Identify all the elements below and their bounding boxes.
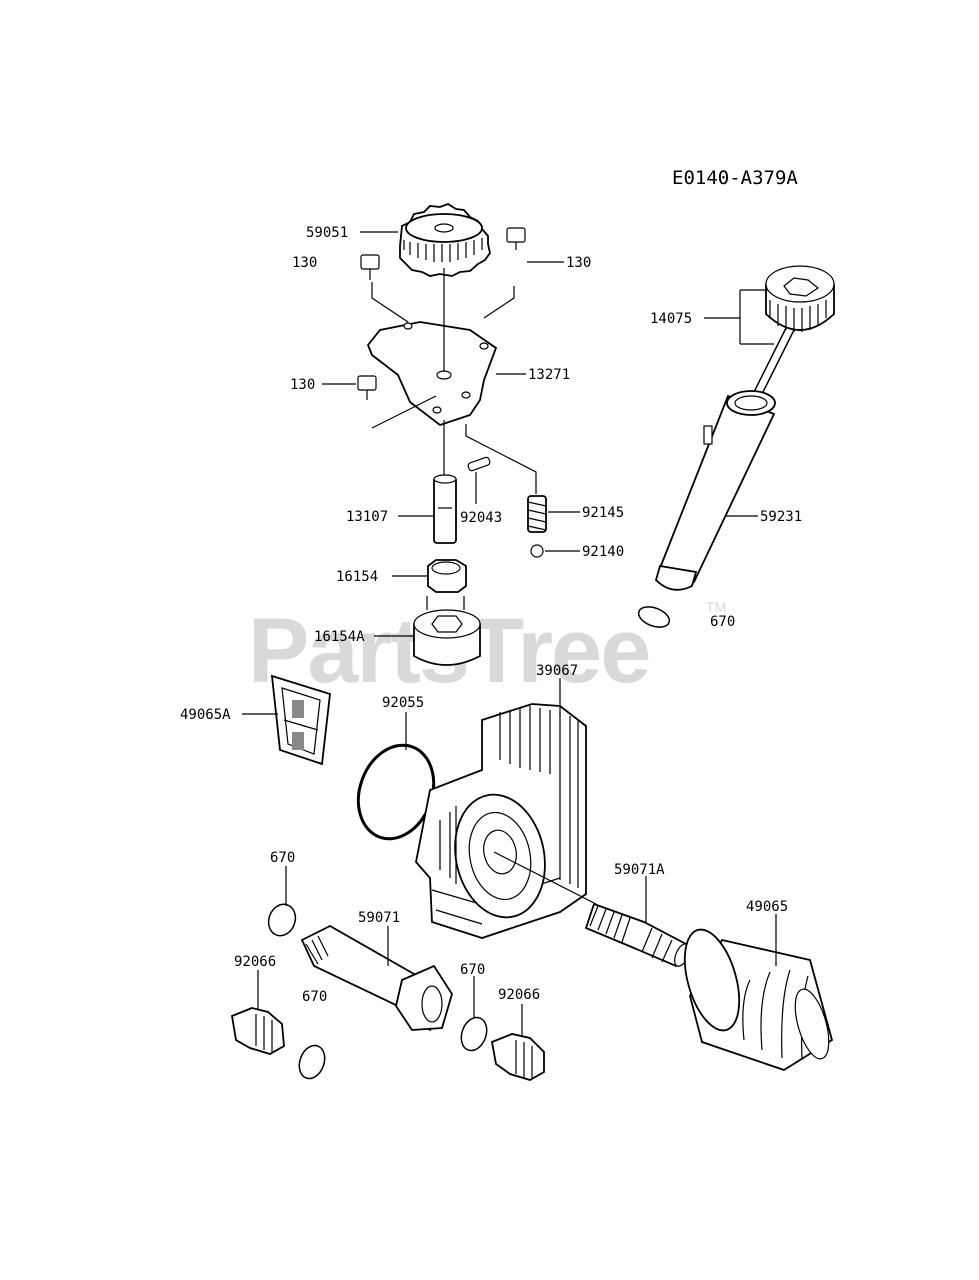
label-13271: 13271 [528,367,570,383]
label-92066-right: 92066 [498,987,540,1003]
oil-screen-49065A [270,674,331,766]
label-92066-left: 92066 [234,954,276,970]
o-ring-670-low [298,1044,326,1080]
drain-plug-92066-right [490,1033,545,1081]
plate-13271 [366,321,498,427]
label-59071A: 59071A [614,862,665,878]
label-59051: 59051 [306,225,348,241]
diagram-code: E0140-A379A [672,167,798,189]
label-670-low: 670 [302,989,327,1005]
oil-cooler-39067 [415,703,587,939]
bolt-130-right-top [506,227,526,250]
label-670-top: 670 [710,614,735,630]
label-130-left-mid: 130 [290,377,315,393]
gear-59051 [399,203,491,277]
ball-92140 [530,544,544,558]
label-16154: 16154 [336,569,378,585]
oil-filter-49065 [683,928,834,1071]
label-92043: 92043 [460,510,502,526]
label-670-mid: 670 [460,962,485,978]
oil-fill-tube-59231 [654,390,776,591]
label-39067: 39067 [536,663,578,679]
label-92145: 92145 [582,505,624,521]
bolt-130-left-top [360,254,380,280]
label-59231: 59231 [760,509,802,525]
shaft-13107 [433,474,457,544]
watermark-trademark: TM [706,599,726,615]
label-130-left-top: 130 [292,255,317,271]
label-92140: 92140 [582,544,624,560]
watermark: PartsTree TM [248,599,726,702]
outer-rotor-16154A [413,609,481,666]
fitting-59071A [584,902,690,968]
label-14075: 14075 [650,311,692,327]
label-49065A: 49065A [180,707,231,723]
spring-92145 [527,495,547,533]
o-ring-670-top [637,606,671,628]
pipe-59071 [300,924,453,1032]
o-ring-670-mid [460,1016,488,1052]
label-130-right-top: 130 [566,255,591,271]
pin-92043 [467,456,491,472]
bolt-130-left-mid [357,375,377,400]
inner-rotor-16154 [427,559,467,593]
o-ring-670-left [267,903,297,937]
label-13107: 13107 [346,509,388,525]
label-59071: 59071 [358,910,400,926]
label-670-left: 670 [270,850,295,866]
dipstick-cap-14075 [765,265,835,332]
label-49065: 49065 [746,899,788,915]
drain-plug-92066-left [230,1007,285,1055]
label-16154A: 16154A [314,629,365,645]
label-92055: 92055 [382,695,424,711]
